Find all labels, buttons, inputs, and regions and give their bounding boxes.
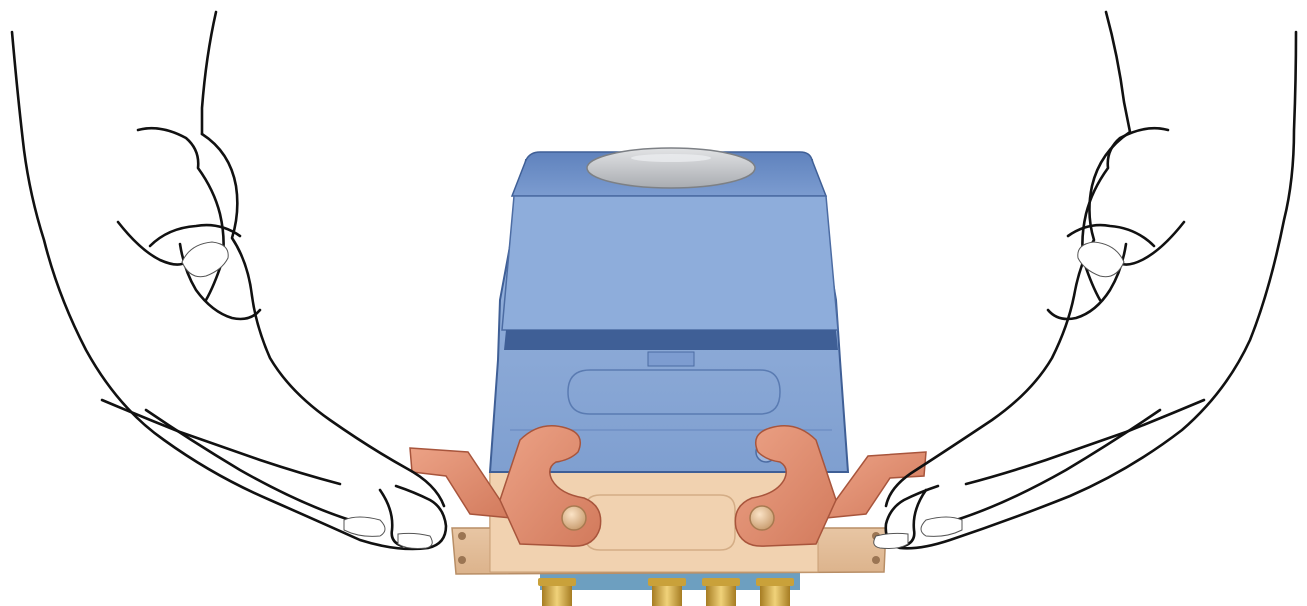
mounting-hole [872,556,880,564]
cable-gland [702,578,740,606]
cable-glands [538,570,800,606]
lever-pivot-bolt [750,506,774,530]
hood-panel [502,196,838,330]
cable-gland [538,578,576,606]
hood-ledge [504,330,838,350]
left-hand [12,12,446,549]
lever-pivot-bolt [562,506,586,530]
mounting-hole [458,532,466,540]
right-hand [874,12,1296,549]
cable-gland [648,578,686,606]
cable-gland [756,578,794,606]
hood-body [490,152,848,472]
mounting-hole [458,556,466,564]
connector-hood [410,148,926,606]
